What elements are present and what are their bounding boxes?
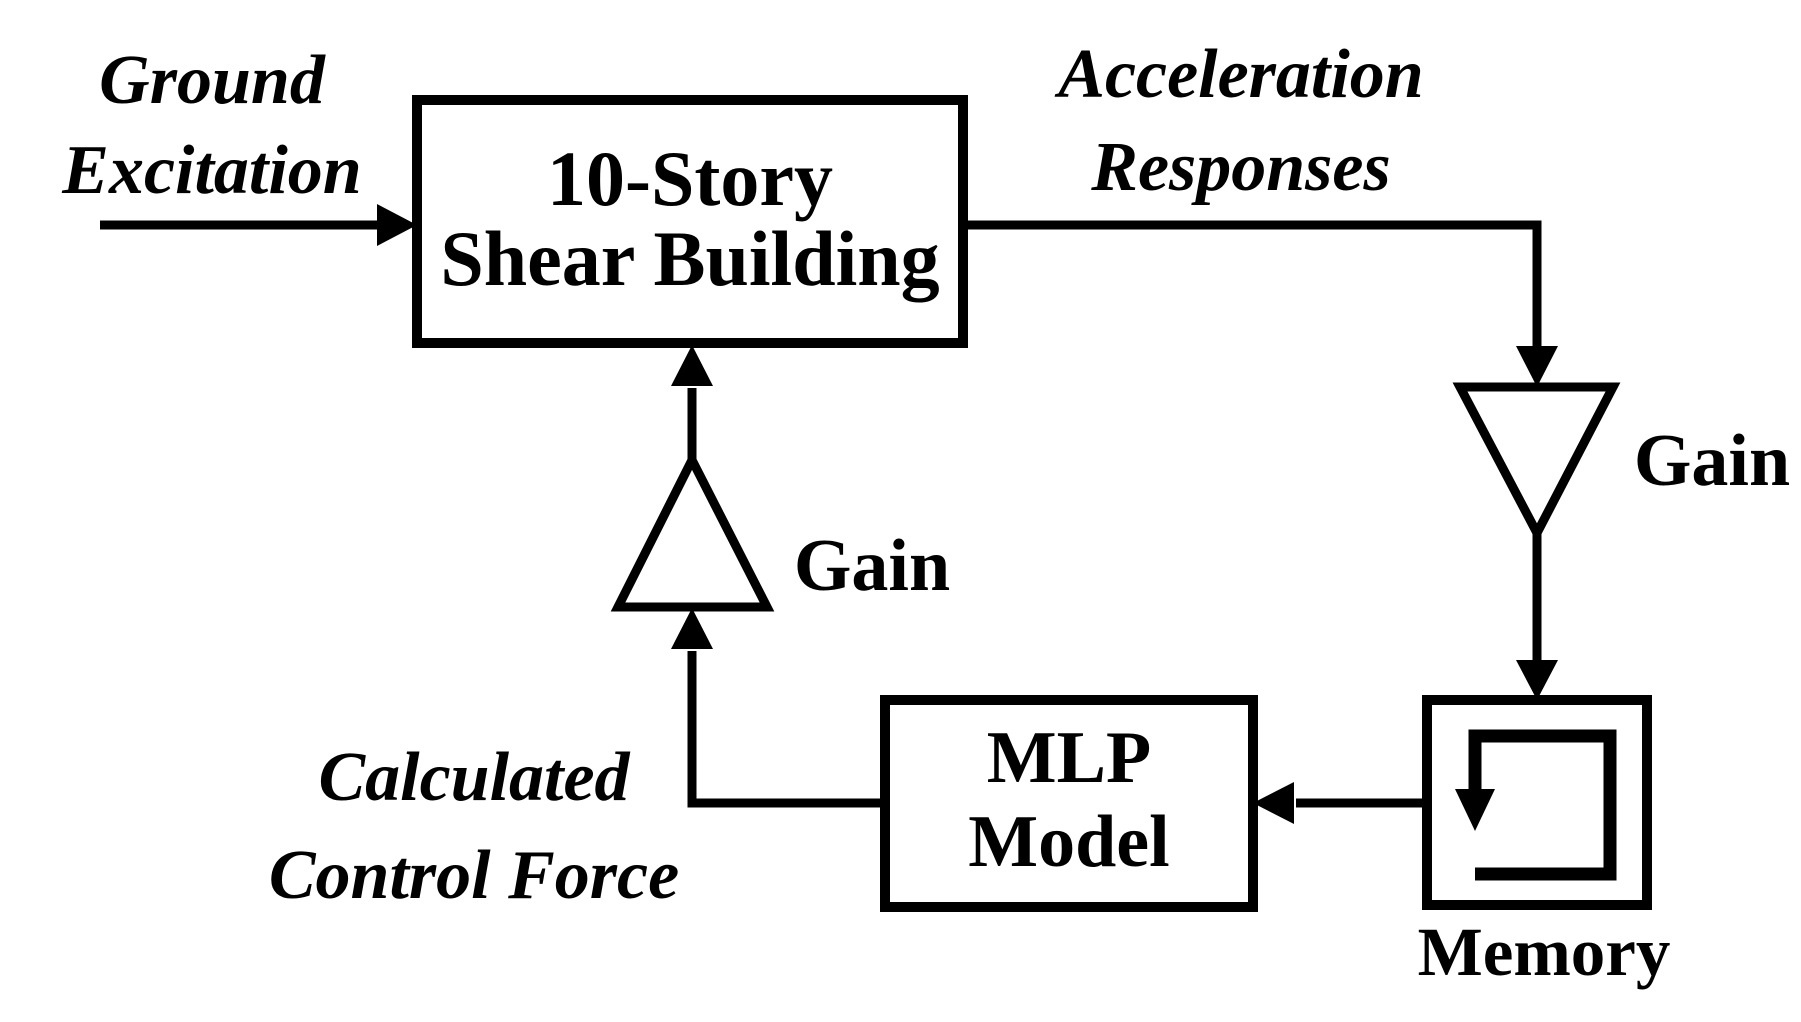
arrowhead-into-feedback-gain-icon <box>1516 346 1558 387</box>
arrowhead-into-control-gain-icon <box>671 608 713 649</box>
control-gain-triangle <box>610 450 775 612</box>
mlp-model-box <box>880 695 1258 912</box>
arrowhead-into-building-icon <box>671 345 713 386</box>
mlp-model-label-line1: MLP <box>987 717 1151 799</box>
memory-loop-icon <box>1468 729 1617 881</box>
arrowhead-into-memory-icon <box>1516 660 1558 700</box>
mlp-to-gain-line <box>687 651 885 808</box>
ground-excitation-arrowhead-icon <box>377 204 417 246</box>
ground-excitation-label: Ground Excitation <box>61 42 361 209</box>
shear-building-label-line2: Shear Building <box>440 215 939 302</box>
acceleration-output-line <box>963 220 1542 348</box>
control-gain-label: Gain <box>794 525 950 607</box>
feedback-gain-label: Gain <box>1634 420 1790 502</box>
memory-loop-arrowhead-icon <box>1455 789 1495 831</box>
calculated-control-force-label-line1: Calculated <box>318 739 630 816</box>
acceleration-responses-label-line1: Acceleration <box>1054 36 1423 113</box>
memory-label: Memory <box>1418 914 1671 990</box>
feedback-gain-triangle <box>1452 382 1621 543</box>
acceleration-responses-label: Acceleration Responses <box>1054 36 1423 206</box>
arrowhead-into-mlp-icon <box>1253 782 1294 824</box>
ground-excitation-label-line1: Ground <box>99 42 326 119</box>
ground-excitation-label-line2: Excitation <box>61 132 361 209</box>
shear-building-label-line1: 10-Story <box>547 135 833 222</box>
calculated-control-force-label: Calculated Control Force <box>269 739 679 914</box>
mlp-model-label-line2: Model <box>968 801 1169 883</box>
calculated-control-force-label-line2: Control Force <box>269 837 679 914</box>
acceleration-responses-label-line2: Responses <box>1090 129 1390 206</box>
